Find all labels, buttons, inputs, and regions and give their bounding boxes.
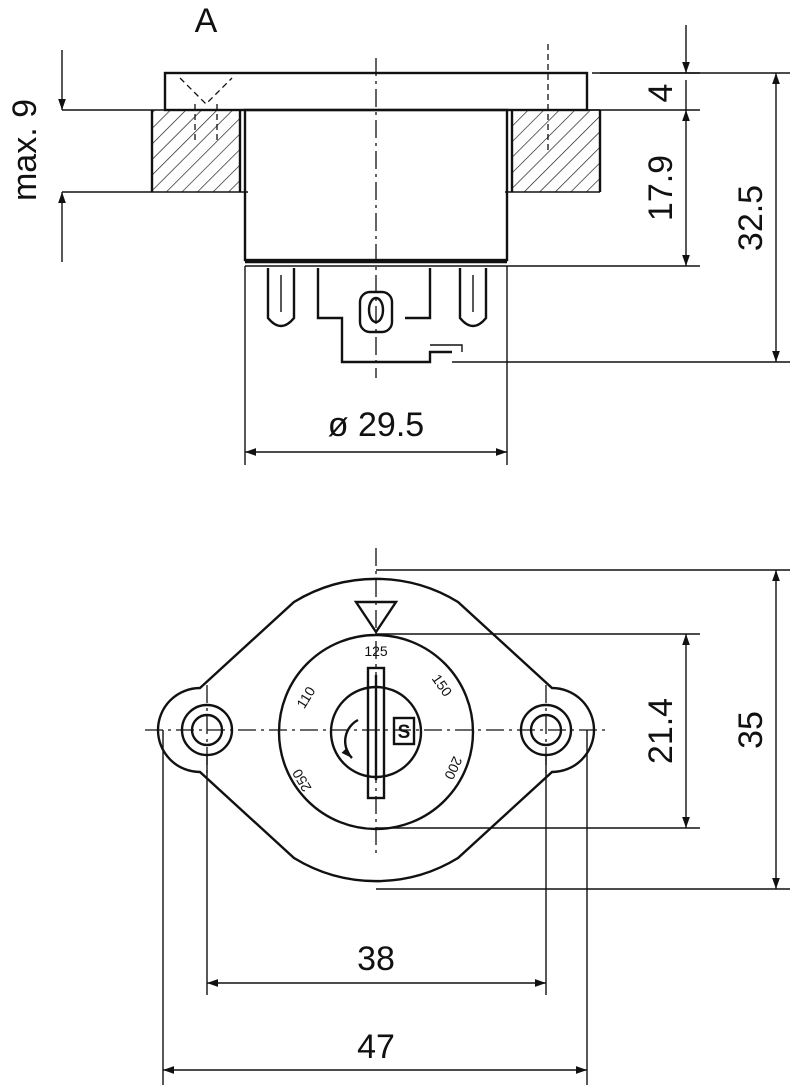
flange-outline <box>156 577 596 883</box>
dim-38: 38 <box>357 940 395 978</box>
top-view: S 125 150 200 250 110 21.4 35 38 47 <box>145 548 790 1085</box>
dim-diameter: ø 29.5 <box>328 406 424 444</box>
knob-slot <box>366 666 386 800</box>
dim-32-5: 32.5 <box>732 185 770 251</box>
dim-21-4: 21.4 <box>642 698 680 764</box>
dim-47: 47 <box>357 1028 395 1066</box>
scale-label-125: 125 <box>364 643 388 659</box>
dim-4: 4 <box>642 84 680 103</box>
dim-17-9: 17.9 <box>642 155 680 221</box>
index-triangle <box>353 600 399 635</box>
scale-label-250: 250 <box>289 766 315 794</box>
logo-box <box>392 716 416 746</box>
dial-face <box>277 633 475 831</box>
dim-35: 35 <box>732 711 770 749</box>
dim-max9: max. 9 <box>6 99 44 201</box>
terminals <box>266 268 488 364</box>
scale-label-110: 110 <box>293 683 319 711</box>
rotation-arrow <box>341 718 359 759</box>
label-a: A <box>195 2 218 40</box>
side-view: A max. 9 4 17.9 32.5 ø 29.5 <box>6 2 790 465</box>
hidden-screw <box>179 77 233 140</box>
scale-label-150: 150 <box>429 671 456 699</box>
logo-letter: S <box>398 722 411 743</box>
panel-right-hatch <box>512 110 600 192</box>
panel-left-hatch <box>152 110 240 192</box>
